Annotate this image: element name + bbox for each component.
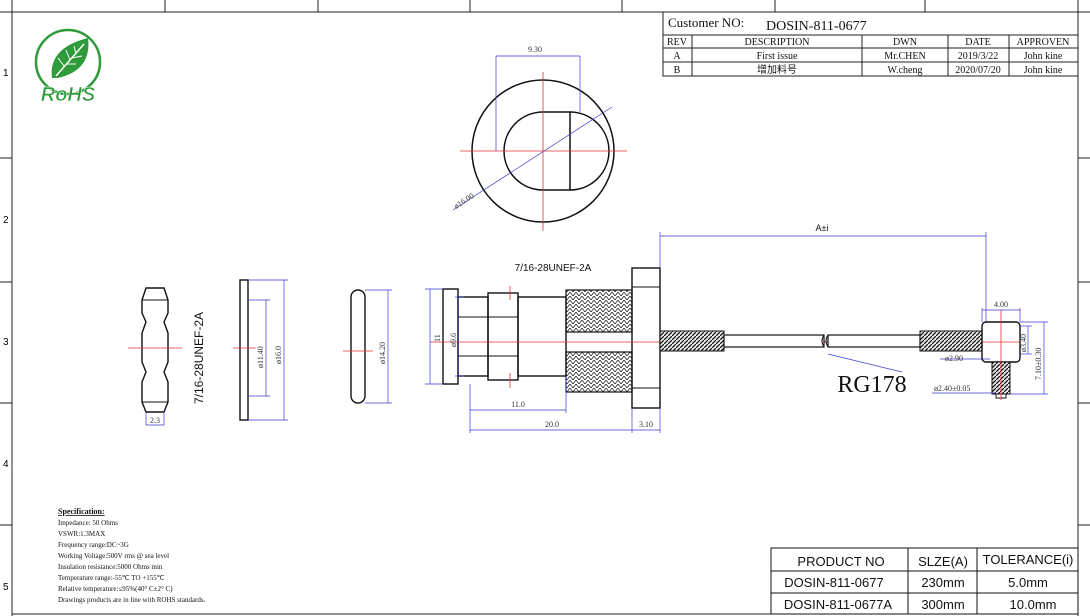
row-a-dwn: Mr.CHEN <box>884 51 925 62</box>
spec-line: Drawings products are in line with ROHS … <box>58 596 206 604</box>
dim-overall-length: A±i <box>816 223 829 233</box>
header-description: DESCRIPTION <box>744 37 809 48</box>
spec-line: Relative temperature:≤95%(40° C±2° C) <box>58 585 173 593</box>
thread-main-label: 7/16-28UNEF-2A <box>515 263 592 274</box>
dim-pin-diameter: ø2.40±0.05 <box>934 384 970 393</box>
product-header-no: PRODUCT NO <box>797 554 884 569</box>
product-header-size: SLZE(A) <box>918 554 968 569</box>
dim-top-diameter: ø16.00 <box>452 191 475 211</box>
spacer-ring: ø14.20 <box>343 289 392 404</box>
spec-line: VSWR:1.3MAX <box>58 530 105 538</box>
spec-line: Frequency range:DC~3G <box>58 541 129 549</box>
row-b-dwn: W.cheng <box>888 65 923 76</box>
spec-heading: Specification: <box>58 507 105 516</box>
row-a-rev: A <box>673 51 681 62</box>
dim-cable-diameter: ø2.90 <box>945 354 963 363</box>
cable-assembly: RG178 A±i ø2.90 <box>659 223 990 398</box>
row-b-approven: John kine <box>1024 65 1063 76</box>
title-block: Customer NO: DOSIN-811-0677 REV DESCRIPT… <box>662 11 1079 77</box>
row-a-approven: John kine <box>1024 51 1063 62</box>
cable-name: RG178 <box>837 372 906 398</box>
row-a-description: First issue <box>757 51 798 62</box>
product-row-2-no: DOSIN-811-0677A <box>784 597 892 612</box>
dim-spacer: ø14.20 <box>378 342 387 364</box>
row-marker-5: 5 <box>3 582 9 593</box>
dim-washer-id: ø11.40 <box>256 346 265 368</box>
dim-length-11: 11.0 <box>511 400 525 409</box>
spec-line: Impedance: 50 Ohms <box>58 519 118 527</box>
dim-length-20: 20.0 <box>545 420 559 429</box>
row-a-date: 2019/3/22 <box>958 51 999 62</box>
product-row-1-no: DOSIN-811-0677 <box>784 575 883 590</box>
spec-line: Insulation resistance:5000 Ohms min <box>58 563 163 571</box>
row-b-description: 增加料号 <box>757 63 797 76</box>
dim-washer-od: ø16.0 <box>274 346 283 364</box>
product-row-2-size: 300mm <box>921 597 964 612</box>
hex-nut: 2.3 7/16-28UNEF-2A <box>128 287 206 426</box>
header-approven: APPROVEN <box>1017 37 1070 48</box>
front-view: 9.30 ø16.00 <box>452 45 627 231</box>
customer-label: Customer NO: <box>668 15 744 30</box>
dim-top-width: 9.30 <box>528 45 542 54</box>
row-b-date: 2020/07/20 <box>955 65 1001 76</box>
row-marker-1: 1 <box>3 68 9 79</box>
row-marker-3: 3 <box>3 337 9 348</box>
dim-nut-width: 2.3 <box>150 416 160 425</box>
thread-nut-label: 7/16-28UNEF-2A <box>192 312 206 404</box>
rohs-logo-text: RoHS <box>41 84 96 106</box>
dim-flange: 3.10 <box>639 420 653 429</box>
product-row-1-tolerance: 5.0mm <box>1008 575 1048 590</box>
rohs-logo-icon: RoHS <box>34 28 102 106</box>
right-angle-plug: 4.00 ø3.40 7.10±0.30 ø2.40±0.05 <box>932 300 1048 400</box>
dim-plug-height: 7.10±0.30 <box>1034 348 1043 380</box>
spec-line: Working Voltage:500V rms @ sea level <box>58 552 169 560</box>
spec-line: Temperature range:-55℃ TO +155℃ <box>58 574 165 582</box>
lock-washer: ø11.40 ø16.0 <box>233 279 288 421</box>
product-table: PRODUCT NO SLZE(A) TOLERANCE(i) DOSIN-81… <box>770 547 1079 615</box>
product-row-1-size: 230mm <box>921 575 964 590</box>
customer-number: DOSIN-811-0677 <box>766 19 867 34</box>
product-header-tolerance: TOLERANCE(i) <box>983 552 1074 567</box>
dim-body-diameter: ø9.6 <box>449 333 458 347</box>
header-rev: REV <box>667 37 688 48</box>
connector-body: 7/16-28UNEF-2A 11 ø9.6 11.0 20.0 3.10 <box>425 263 1020 433</box>
dim-plug-diameter: ø3.40 <box>1019 334 1028 352</box>
dim-plug-width: 4.00 <box>994 300 1008 309</box>
specification-block: Specification: Impedance: 50 Ohms VSWR:1… <box>58 507 206 604</box>
row-marker-2: 2 <box>3 215 9 226</box>
product-row-2-tolerance: 10.0mm <box>1010 597 1057 612</box>
row-b-rev: B <box>674 65 681 76</box>
row-marker-4: 4 <box>3 459 9 470</box>
dim-body-height: 11 <box>433 334 442 342</box>
header-dwn: DWN <box>893 37 917 48</box>
header-date: DATE <box>965 37 991 48</box>
